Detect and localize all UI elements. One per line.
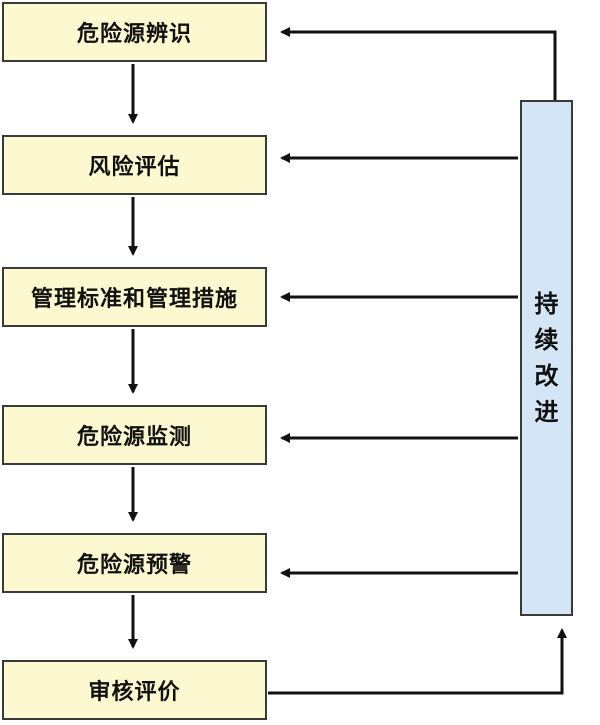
sidebar-char: 持 — [534, 290, 559, 318]
sidebar-char: 改 — [534, 362, 559, 390]
step-label: 风险评估 — [88, 155, 181, 180]
step-hazard-warning: 危险源预警 — [2, 533, 267, 593]
step-label: 管理标准和管理措施 — [30, 287, 238, 312]
step-risk-assessment: 风险评估 — [2, 135, 267, 195]
step-label: 危险源监测 — [76, 425, 192, 450]
step-hazard-monitoring: 危险源监测 — [2, 405, 267, 465]
continuous-improvement-box: 持 续 改 进 — [520, 100, 573, 616]
sidebar-char: 进 — [534, 398, 559, 426]
step-label: 审核评价 — [88, 680, 181, 705]
step-audit-evaluation: 审核评价 — [2, 660, 267, 720]
feedback-arrow — [280, 27, 557, 100]
step-label: 危险源辨识 — [76, 22, 192, 47]
sidebar-char: 续 — [534, 326, 559, 354]
loop-arrow — [268, 628, 567, 695]
step-management-standards: 管理标准和管理措施 — [2, 267, 267, 327]
step-label: 危险源预警 — [76, 553, 192, 578]
step-hazard-identification: 危险源辨识 — [2, 2, 267, 62]
